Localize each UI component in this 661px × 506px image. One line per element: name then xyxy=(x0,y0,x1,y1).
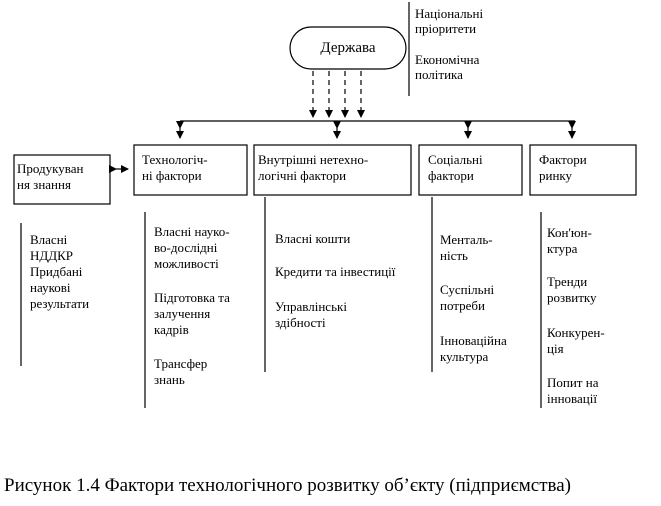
technological-factors-title: Технологіч- ні фактори xyxy=(142,152,208,183)
market-factor-item: Попит на інновації xyxy=(547,375,599,406)
internal-factors-title: Внутрішні нетехно- логічні фактори xyxy=(258,152,369,183)
knowledge-item: Власні НДДКР Придбані наукові результати xyxy=(30,232,90,311)
market-factor-item: Конкурен- ція xyxy=(547,325,605,356)
social-factors-box xyxy=(418,144,523,196)
figure-caption: Рисунок 1.4 Фактори технологічного розви… xyxy=(4,475,571,496)
social-factor-item: Інноваційна культура xyxy=(440,333,507,364)
internal-factor-item: Управлінські здібності xyxy=(275,299,347,330)
state-note-economic-policy: Економічна політика xyxy=(415,52,480,82)
social-factor-item: Суспільні потреби xyxy=(440,282,495,313)
technological-factor-item: Трансфер знань xyxy=(154,356,208,387)
market-factors-box xyxy=(529,144,637,196)
state-label: Держава xyxy=(320,40,376,56)
technological-factors-box xyxy=(133,144,248,196)
knowledge-box xyxy=(13,154,111,205)
state-note-priorities: Національні пріоритети xyxy=(415,6,484,36)
social-factors-title: Соціальні фактори xyxy=(428,152,483,183)
technological-factor-item: Власні науко- во-дослідні можливості xyxy=(154,224,230,271)
internal-factor-item: Власні кошти xyxy=(275,231,351,246)
knowledge-title: Продукуван ня знання xyxy=(17,161,84,192)
list-lines xyxy=(20,197,542,408)
market-factors-title: Фактори ринку xyxy=(539,152,587,183)
technological-factor-item: Підготовка та залучення кадрів xyxy=(154,290,230,337)
policy-arrows xyxy=(309,71,365,118)
market-factor-item: Тренди розвитку xyxy=(547,274,597,305)
bus-connectors xyxy=(109,121,576,173)
market-factor-item: Кон'юн- ктура xyxy=(547,225,592,256)
internal-factors-box xyxy=(253,144,412,196)
state-node xyxy=(289,26,407,70)
social-factor-item: Менталь- ність xyxy=(440,232,493,263)
internal-factor-item: Кредити та інвестиції xyxy=(275,264,396,279)
